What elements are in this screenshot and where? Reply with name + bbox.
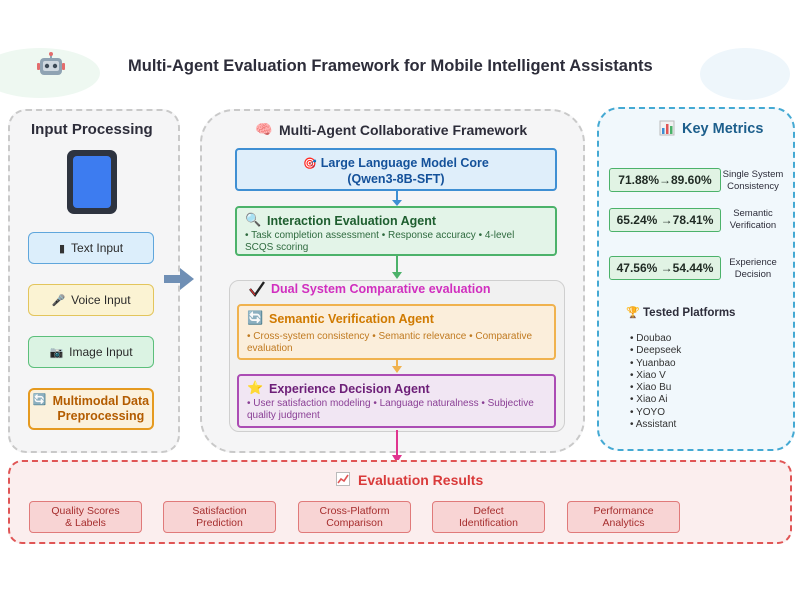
magnifier-icon: 🔍	[245, 212, 262, 227]
multimodal-label: Multimodal Data Preprocessing	[52, 394, 150, 423]
metric-label-consistency: Single System Consistency	[722, 169, 784, 192]
platform-item: Xiao Ai	[630, 394, 681, 406]
platform-item: Xiao V	[630, 370, 681, 382]
trend-chart-icon	[336, 472, 350, 486]
input-panel-title: Input Processing	[31, 121, 153, 138]
voice-input-button[interactable]: 🎤 Voice Input	[28, 284, 154, 316]
platform-item: Doubao	[630, 333, 681, 345]
checkmark-icon	[249, 281, 265, 297]
key-metrics-title: Key Metrics	[682, 121, 764, 137]
star-icon: ⭐	[247, 380, 264, 395]
sync-icon: 🔄	[247, 310, 264, 325]
bar-chart-icon	[659, 120, 675, 136]
semantic-agent-title: Semantic Verification Agent	[269, 312, 434, 326]
decorative-blob-right	[700, 48, 790, 100]
microphone-icon: 🎤	[51, 294, 66, 307]
experience-agent-box: ⭐ Experience Decision Agent • User satis…	[237, 374, 556, 428]
page-title: Multi-Agent Evaluation Framework for Mob…	[128, 57, 653, 75]
flow-arrow-right	[164, 268, 194, 290]
metric-value-consistency: 71.88%→89.60%	[609, 168, 721, 192]
platform-item: Yuanbao	[630, 358, 681, 370]
arrow-semantic-to-experience	[392, 360, 402, 373]
platform-item: Xiao Bu	[630, 382, 681, 394]
semantic-agent-desc: • Cross-system consistency • Semantic re…	[247, 331, 533, 354]
arrow-framework-to-results	[392, 430, 402, 463]
text-input-label: Text Input	[71, 241, 124, 255]
platform-list: Doubao Deepseek Yuanbao Xiao V Xiao Bu X…	[630, 333, 682, 431]
llm-model-name: (Qwen3-8B-SFT)	[347, 172, 445, 186]
result-performance-analytics[interactable]: Performance Analytics	[567, 501, 680, 533]
llm-core-title: Large Language Model Core	[320, 156, 489, 170]
platform-item: YOYO	[630, 407, 681, 419]
result-cross-platform-comparison[interactable]: Cross-Platform Comparison	[298, 501, 411, 533]
experience-agent-title: Experience Decision Agent	[269, 382, 430, 396]
result-satisfaction-prediction[interactable]: Satisfaction Prediction	[163, 501, 276, 533]
evaluation-results-title: Evaluation Results	[358, 472, 484, 488]
result-quality-scores[interactable]: Quality Scores & Labels	[29, 501, 142, 533]
image-input-button[interactable]: 📷 Image Input	[28, 336, 154, 368]
dual-system-title: Dual System Comparative evaluation	[271, 282, 491, 296]
robot-icon	[37, 52, 65, 75]
phone-small-icon: ▮	[58, 242, 66, 255]
camera-icon: 📷	[49, 346, 64, 359]
platform-item: Assistant	[630, 419, 681, 431]
metric-value-semantic: 65.24% →78.41%	[609, 208, 721, 232]
metric-label-experience: Experience Decision	[729, 257, 777, 280]
tested-platforms-title: Tested Platforms	[643, 307, 736, 319]
semantic-agent-box: 🔄 Semantic Verification Agent • Cross-sy…	[237, 304, 556, 360]
text-input-button[interactable]: ▮ Text Input	[28, 232, 154, 264]
framework-title: Multi-Agent Collaborative Framework	[279, 122, 528, 138]
arrow-interaction-to-dual	[392, 256, 402, 279]
llm-core-box: 🎯Large Language Model Core (Qwen3-8B-SFT…	[235, 148, 557, 191]
voice-input-label: Voice Input	[71, 293, 131, 307]
brain-icon: 🧠	[255, 121, 273, 137]
image-input-label: Image Input	[69, 345, 133, 359]
refresh-icon: 🔄	[32, 394, 47, 406]
interaction-agent-box: 🔍 Interaction Evaluation Agent • Task co…	[235, 206, 557, 256]
metric-label-semantic: Semantic Verification	[729, 208, 777, 231]
target-icon: 🎯	[303, 158, 317, 170]
trophy-icon: 🏆	[626, 307, 640, 319]
interaction-agent-desc: • Task completion assessment • Response …	[245, 230, 515, 253]
phone-icon	[67, 150, 117, 214]
experience-agent-desc: • User satisfaction modeling • Language …	[247, 398, 534, 421]
platform-item: Deepseek	[630, 345, 681, 357]
metric-value-experience: 47.56% →54.44%	[609, 256, 721, 280]
multimodal-preprocessing-button[interactable]: 🔄 Multimodal Data Preprocessing	[28, 388, 154, 430]
interaction-agent-title: Interaction Evaluation Agent	[267, 214, 437, 228]
arrow-llm-to-interaction	[392, 191, 402, 206]
result-defect-identification[interactable]: Defect Identification	[432, 501, 545, 533]
